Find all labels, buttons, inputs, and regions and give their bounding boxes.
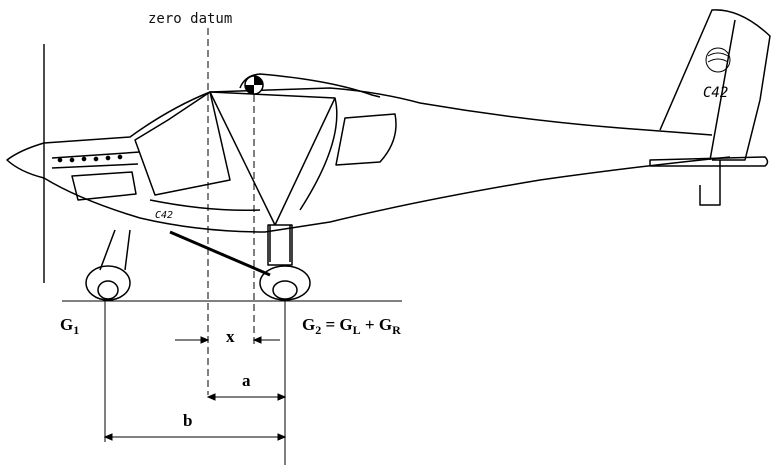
dim-b bbox=[103, 433, 287, 441]
g2-label: G2 = GL + GR bbox=[302, 315, 401, 337]
nose-gear-strut bbox=[99, 229, 116, 271]
fuselage-top bbox=[43, 87, 713, 144]
aircraft-outline bbox=[6, 9, 771, 301]
dim-a bbox=[206, 393, 287, 401]
main-wheel bbox=[259, 265, 311, 301]
dim-x-label: x bbox=[226, 327, 235, 346]
lower-window bbox=[71, 171, 137, 201]
svg-text:G1: G1 bbox=[60, 315, 79, 337]
stabilizer bbox=[649, 156, 769, 167]
svg-text:G2 = GL + GR: G2 = GL + GR bbox=[302, 315, 401, 337]
dim-b-label: b bbox=[183, 411, 192, 430]
side-window bbox=[335, 113, 397, 166]
fuselage-marking: C42 bbox=[155, 210, 173, 221]
tail-logo: C42 bbox=[703, 47, 731, 101]
cg-symbol bbox=[244, 75, 264, 95]
g1-label: G1 bbox=[60, 315, 79, 337]
zero-datum-label: zero datum bbox=[148, 11, 232, 27]
nose-wheel bbox=[85, 265, 131, 301]
dim-x bbox=[175, 336, 280, 344]
dim-a-label: a bbox=[242, 371, 251, 390]
fuselage-bottom bbox=[43, 156, 731, 233]
tail-marking: C42 bbox=[703, 85, 728, 101]
windshield bbox=[134, 91, 231, 196]
tail-fin bbox=[659, 9, 771, 161]
spinner bbox=[6, 142, 45, 179]
